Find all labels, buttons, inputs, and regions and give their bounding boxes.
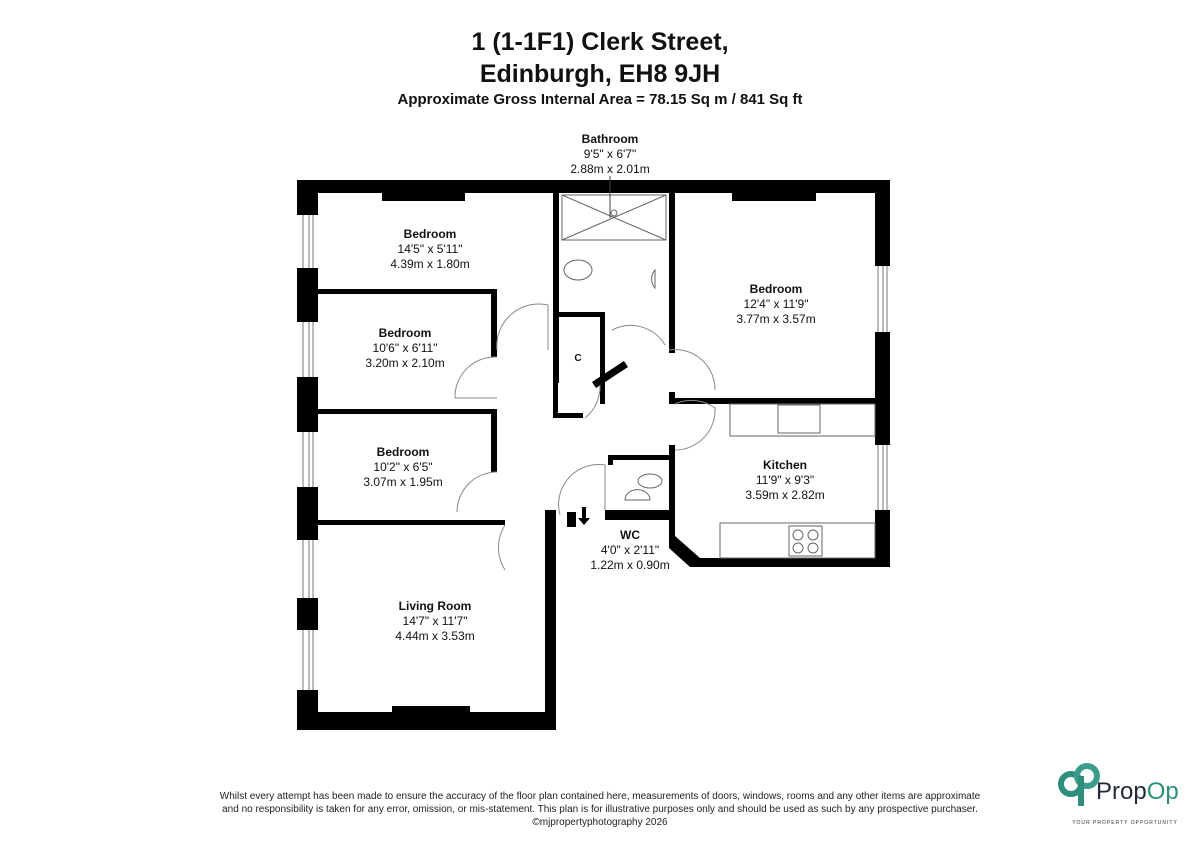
svg-text:Bathroom: Bathroom <box>582 132 639 146</box>
svg-text:2.88m x 2.01m: 2.88m x 2.01m <box>570 162 649 176</box>
svg-text:10'2" x 6'5": 10'2" x 6'5" <box>373 460 432 474</box>
gross-internal-area: Approximate Gross Internal Area = 78.15 … <box>397 91 803 108</box>
svg-text:3.07m x 1.95m: 3.07m x 1.95m <box>363 475 442 489</box>
svg-text:3.59m x 2.82m: 3.59m x 2.82m <box>745 488 824 502</box>
svg-text:3.20m x 2.10m: 3.20m x 2.10m <box>365 356 444 370</box>
wc-toilet-icon <box>637 473 663 489</box>
propop-logo: PropOp YOUR PROPERTY OPPORTUNITY <box>1055 762 1195 832</box>
svg-text:4.39m x 1.80m: 4.39m x 1.80m <box>390 257 469 271</box>
wc-basin-icon <box>624 489 651 501</box>
room-name: Bedroom <box>750 282 803 296</box>
disclaimer-line-1: Whilst every attempt has been made to en… <box>219 791 981 802</box>
svg-text:10'6" x 6'11": 10'6" x 6'11" <box>373 341 438 355</box>
svg-text:4.44m x 3.53m: 4.44m x 3.53m <box>395 629 474 643</box>
copyright: ©mjpropertyphotography 2026 <box>532 817 668 828</box>
room-name: Bedroom <box>377 445 430 459</box>
sink-icon <box>777 404 821 434</box>
address-line-2: Edinburgh, EH8 9JH <box>479 60 721 88</box>
room-labels: Bathroom 9'5" x 6'7" 2.88m x 2.01m Bedro… <box>363 132 824 643</box>
svg-text:4'0" x 2'11": 4'0" x 2'11" <box>601 543 659 557</box>
basin-icon <box>651 268 656 290</box>
room-name: Bathroom <box>582 132 639 146</box>
logo-tagline: YOUR PROPERTY OPPORTUNITY <box>1072 820 1178 826</box>
logo-mark-icon <box>1058 763 1100 806</box>
svg-text:12'4" x 11'9": 12'4" x 11'9" <box>744 297 809 311</box>
logo-brand: PropOp <box>1096 778 1179 805</box>
svg-text:11'9" x 9'3": 11'9" x 9'3" <box>756 473 814 487</box>
address-line-1: 1 (1-1F1) Clerk Street, <box>471 28 729 56</box>
disclaimer: Whilst every attempt has been made to en… <box>150 790 1050 829</box>
svg-text:14'7" x 11'7": 14'7" x 11'7" <box>403 614 468 628</box>
svg-text:14'5" x 5'11": 14'5" x 5'11" <box>398 242 463 256</box>
room-name: Bedroom <box>379 326 432 340</box>
doors <box>454 303 716 571</box>
svg-text:9'5" x 6'7": 9'5" x 6'7" <box>584 147 636 161</box>
svg-text:3.77m x 3.57m: 3.77m x 3.57m <box>736 312 815 326</box>
disclaimer-line-2: and no responsibility is taken for any e… <box>222 804 978 815</box>
room-name: Bedroom <box>404 227 457 241</box>
svg-text:1.22m x 0.90m: 1.22m x 0.90m <box>590 558 669 572</box>
room-name: WC <box>620 528 640 542</box>
toilet-icon <box>563 259 593 281</box>
room-name: Living Room <box>399 599 472 613</box>
walls <box>297 180 890 730</box>
windows <box>302 215 888 690</box>
shower-drain <box>610 209 618 217</box>
fixtures <box>561 194 876 559</box>
cupboard-label: C <box>574 353 581 364</box>
room-name: Kitchen <box>763 458 807 472</box>
